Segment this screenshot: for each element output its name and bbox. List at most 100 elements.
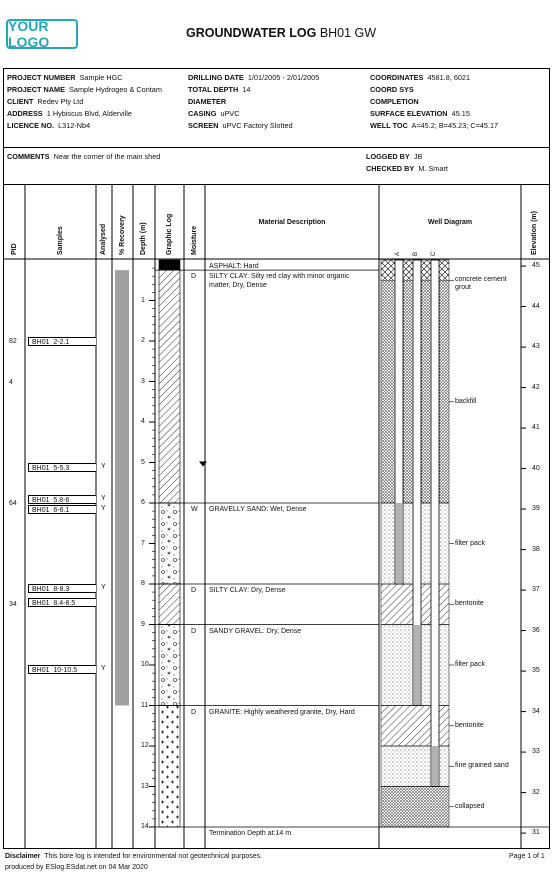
pid-value: 82 bbox=[9, 338, 17, 345]
header-field: PROJECT NAME Sample Hydrogeo & Contam bbox=[7, 85, 162, 94]
depth-label: 1 bbox=[141, 296, 145, 304]
column-header-elevation: Elevation (m) bbox=[531, 211, 538, 255]
elevation-label: 44 bbox=[532, 302, 540, 310]
header-field: DRILLING DATE 1/01/2005 - 2/01/2005 bbox=[188, 73, 320, 82]
column-header-graphic: Graphic Log bbox=[165, 213, 173, 255]
moisture-value: D bbox=[191, 273, 197, 281]
page-title: GROUNDWATER LOG BH01 GW bbox=[186, 26, 377, 40]
page-number: Page 1 of 1 bbox=[509, 853, 545, 860]
moisture-value: D bbox=[191, 587, 197, 594]
header-field: DIAMETER bbox=[188, 97, 227, 106]
checked-by: CHECKED BY M. Smart bbox=[366, 164, 448, 173]
column-header-material: Material Description bbox=[258, 219, 326, 226]
well-label: backfill bbox=[455, 397, 477, 405]
header-field: LICENCE NO. L312-Nb4 bbox=[7, 121, 91, 130]
log-graphics bbox=[4, 185, 549, 848]
well-label: filter pack bbox=[455, 661, 485, 668]
column-header-analysed: Analysed bbox=[100, 223, 107, 255]
elevation-label: 31 bbox=[532, 829, 540, 837]
header-field: COORD SYS bbox=[370, 85, 414, 94]
moisture-value: D bbox=[191, 627, 197, 635]
material-description: ASPHALT: Hard bbox=[209, 263, 259, 270]
elevation-label: 39 bbox=[532, 505, 540, 513]
comments-box: COMMENTS Near the corner of the main she… bbox=[3, 148, 550, 185]
header-field: COMPLETION bbox=[370, 97, 419, 106]
material-description: SANDY GRAVEL: Dry, Dense bbox=[209, 627, 302, 635]
analysed-flag: Y bbox=[101, 505, 106, 513]
material-description: SILTY CLAY: Silty red clay with minor or… bbox=[209, 273, 350, 290]
depth-label: 13 bbox=[141, 782, 149, 790]
analysed-flag: Y bbox=[101, 462, 106, 470]
depth-label: 9 bbox=[141, 620, 145, 628]
analysed-flag: Y bbox=[101, 494, 106, 502]
well-pipe-label: C bbox=[431, 251, 438, 257]
sample-tag: BH01_5-5.3 bbox=[28, 462, 96, 472]
sample-tag: BH01_5.8-6 bbox=[28, 494, 96, 504]
well-label: concrete cement grout bbox=[455, 276, 507, 292]
column-header-recovery: % Recovery bbox=[118, 215, 126, 255]
pid-value: 34 bbox=[9, 601, 17, 609]
elevation-label: 45 bbox=[532, 262, 540, 270]
elevation-label: 40 bbox=[532, 464, 540, 472]
water-level-icon bbox=[199, 461, 207, 467]
depth-label: 6 bbox=[141, 499, 145, 506]
graphic-log-layer bbox=[158, 259, 181, 271]
well-zone bbox=[380, 786, 450, 828]
disclaimer: Disclaimer This bore log is intended for… bbox=[5, 853, 263, 860]
elevation-label: 38 bbox=[532, 545, 540, 553]
depth-label: 14 bbox=[141, 823, 149, 830]
logged-by: LOGGED BY JB bbox=[366, 152, 423, 161]
sample-tag: BH01_2-2.1 bbox=[28, 337, 96, 346]
pid-value: 64 bbox=[9, 500, 17, 507]
well-pipe-label: A bbox=[395, 251, 402, 257]
column-header-moisture: Moisture bbox=[190, 225, 198, 255]
well-label: bentonite bbox=[455, 600, 484, 608]
graphic-log-layer bbox=[158, 583, 181, 625]
well-label: filter pack bbox=[455, 539, 485, 547]
sample-tag: BH01_6-6.1 bbox=[28, 505, 96, 515]
elevation-label: 34 bbox=[532, 707, 540, 715]
depth-label: 8 bbox=[141, 580, 145, 587]
header-field: COORDINATES 4581.8, 6021 bbox=[370, 73, 471, 82]
sample-tag: BH01_10-10.5 bbox=[28, 665, 96, 675]
recovery-bar bbox=[115, 270, 129, 706]
elevation-label: 35 bbox=[532, 667, 540, 675]
well-label: fine grained sand bbox=[455, 762, 509, 770]
header-field: CLIENT Redev Pty Ltd bbox=[7, 97, 84, 106]
column-header-samples: Samples bbox=[56, 226, 64, 255]
well-screen-A bbox=[396, 503, 402, 584]
header-field: TOTAL DEPTH 14 bbox=[188, 85, 251, 94]
column-header-well: Well Diagram bbox=[427, 219, 473, 226]
depth-label: 3 bbox=[141, 377, 145, 385]
header-field: PROJECT NUMBER Sample HGC bbox=[7, 73, 123, 82]
elevation-label: 33 bbox=[532, 748, 540, 756]
well-label: collapsed bbox=[455, 802, 485, 810]
well-screen-B bbox=[414, 624, 420, 706]
well-pipe-label: B bbox=[413, 251, 420, 257]
column-header-depth: Depth (m) bbox=[140, 222, 147, 255]
graphic-log-layer bbox=[158, 269, 181, 504]
depth-label: 5 bbox=[141, 458, 145, 466]
column-header-pid: PID bbox=[10, 243, 18, 255]
elevation-label: 41 bbox=[532, 424, 540, 432]
elevation-label: 36 bbox=[532, 626, 540, 634]
depth-label: 10 bbox=[141, 661, 149, 668]
analysed-flag: Y bbox=[101, 584, 106, 592]
graphic-log-layer bbox=[158, 502, 181, 585]
header-field: ADDRESS 1 Hybiscus Blvd, Alderville bbox=[7, 109, 132, 118]
depth-label: 12 bbox=[141, 742, 149, 749]
header-field: WELL TOC A=45.2; B=45.23; C=45.17 bbox=[370, 121, 499, 130]
pid-value: 4 bbox=[9, 378, 13, 386]
elevation-label: 37 bbox=[532, 586, 540, 594]
project-header: PROJECT NUMBER Sample HGC PROJECT NAME Sa… bbox=[3, 68, 550, 148]
depth-label: 11 bbox=[141, 701, 149, 709]
elevation-label: 42 bbox=[532, 383, 540, 391]
material-description: GRANITE: Highly weathered granite, Dry, … bbox=[209, 708, 355, 716]
company-logo: YOUR LOGO bbox=[6, 18, 78, 50]
header-col-project: PROJECT NUMBER Sample HGC PROJECT NAME Sa… bbox=[7, 72, 162, 132]
graphic-log-layer bbox=[158, 624, 181, 706]
moisture-value: D bbox=[191, 708, 197, 716]
depth-label: 7 bbox=[141, 539, 145, 547]
